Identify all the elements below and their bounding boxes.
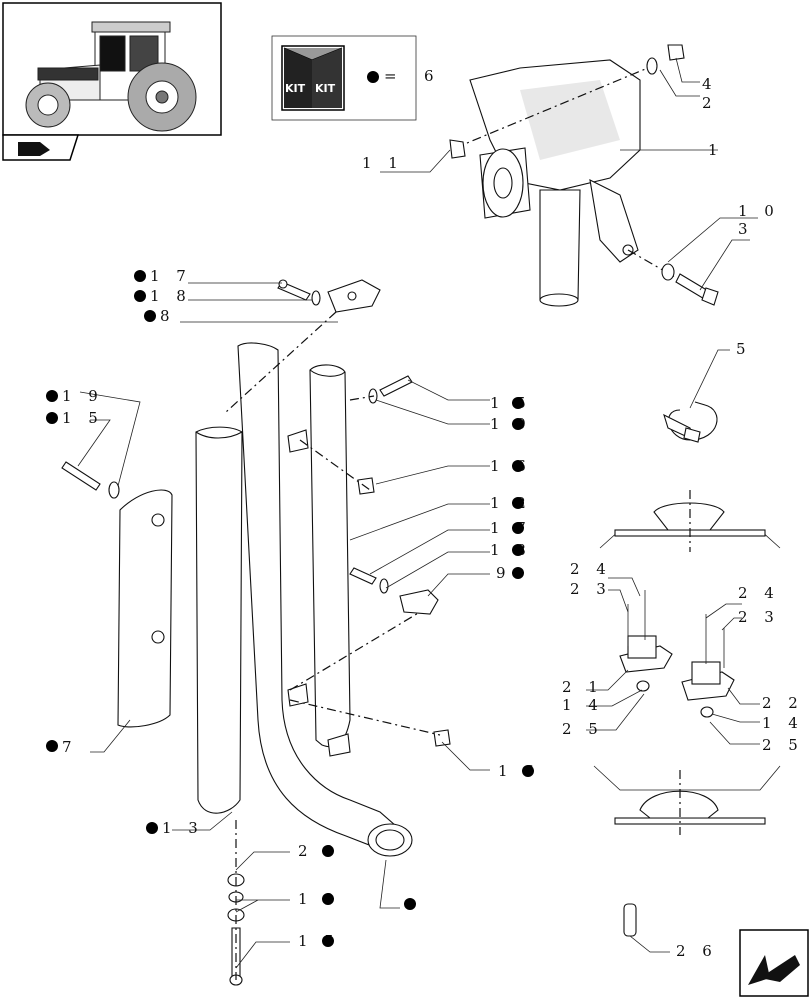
callout-dot-icon <box>46 740 58 752</box>
callout-13: 1 3 <box>162 819 204 837</box>
callout-dot-icon <box>322 935 334 947</box>
mount-detail-top <box>599 490 781 552</box>
callout-25b: 2 5 <box>762 736 804 754</box>
callout-15b: 1 5 <box>490 394 532 412</box>
callout-15a: 1 5 <box>62 409 104 427</box>
callout-dot-icon <box>512 522 524 534</box>
callout-23a: 2 3 <box>570 580 612 598</box>
engine-mount-right[interactable] <box>681 614 735 718</box>
callout-14a: 1 4 <box>562 696 604 714</box>
callout-dot-icon <box>512 544 524 556</box>
callout-dot-icon <box>134 270 146 282</box>
callout-17b: 1 7 <box>490 519 532 537</box>
clamp-part[interactable] <box>663 401 718 443</box>
callout-8: 8 <box>160 307 176 325</box>
callout-dot-icon <box>512 460 524 472</box>
bracket-9[interactable] <box>399 589 439 615</box>
callout-12: 1 2 <box>490 494 532 512</box>
callout-19a: 1 9 <box>62 387 104 405</box>
callout-dot-icon <box>512 418 524 430</box>
kit-label-right: KIT <box>315 82 336 95</box>
callout-dot-icon <box>46 412 58 424</box>
callout-dot-icon <box>512 497 524 509</box>
engine-mount-left[interactable] <box>619 590 673 692</box>
muffler-part[interactable] <box>469 59 641 307</box>
next-page-arrow-icon[interactable] <box>739 929 809 997</box>
callout-3: 3 <box>738 220 754 238</box>
callout-1: 1 <box>708 141 724 159</box>
callout-19b: 1 9 <box>490 415 532 433</box>
callouts: 1 2 3 4 5 7 8 9 1 0 1 1 1 2 1 3 1 4 1 4 … <box>46 75 804 960</box>
callout-11: 1 1 <box>362 154 404 172</box>
muffler-hardware <box>449 44 719 306</box>
callout-21: 2 1 <box>562 678 604 696</box>
callout-24b: 2 4 <box>738 584 780 602</box>
callout-25a: 2 5 <box>562 720 604 738</box>
pin-part[interactable] <box>623 903 637 937</box>
callout-dot-icon <box>322 893 334 905</box>
side-shield-part[interactable] <box>117 489 173 728</box>
bracket-8[interactable] <box>327 279 381 313</box>
callout-18a: 1 8 <box>150 287 192 305</box>
exhaust-pipe-assembly[interactable] <box>195 342 413 857</box>
callout-dot-icon <box>46 390 58 402</box>
callout-9: 9 <box>496 564 512 582</box>
callout-dot-icon <box>144 310 156 322</box>
kit-number: 6 <box>424 67 440 85</box>
callout-dot-icon <box>522 765 534 777</box>
callout-dot-icon <box>146 822 158 834</box>
callout-dot-icon <box>512 397 524 409</box>
leader-lines <box>77 57 760 969</box>
kit-dot-icon <box>367 71 379 83</box>
callout-dot-icon <box>322 845 334 857</box>
callout-23b: 2 3 <box>738 608 780 626</box>
kit-label-left: KIT <box>285 82 306 95</box>
tractor-thumbnail[interactable] <box>2 2 222 161</box>
callout-dot-icon <box>512 567 524 579</box>
callout-16a: 1 6 <box>490 457 532 475</box>
callout-dot-icon <box>134 290 146 302</box>
callout-4: 4 <box>702 75 718 93</box>
callout-2: 2 <box>702 94 718 112</box>
callout-22: 2 2 <box>762 694 804 712</box>
callout-14b: 1 4 <box>762 714 804 732</box>
mount-detail-bottom <box>593 765 781 835</box>
callout-5: 5 <box>736 340 752 358</box>
callout-17a: 1 7 <box>150 267 192 285</box>
callout-18b: 1 8 <box>490 541 532 559</box>
kit-equals: = <box>384 67 403 85</box>
callout-10: 1 0 <box>738 202 780 220</box>
callout-7: 7 <box>62 738 78 756</box>
callout-26: 2 6 <box>676 942 718 960</box>
kit-legend: KIT KIT = 6 <box>271 35 440 121</box>
callout-dot-icon <box>404 898 416 910</box>
callout-24a: 2 4 <box>570 560 612 578</box>
